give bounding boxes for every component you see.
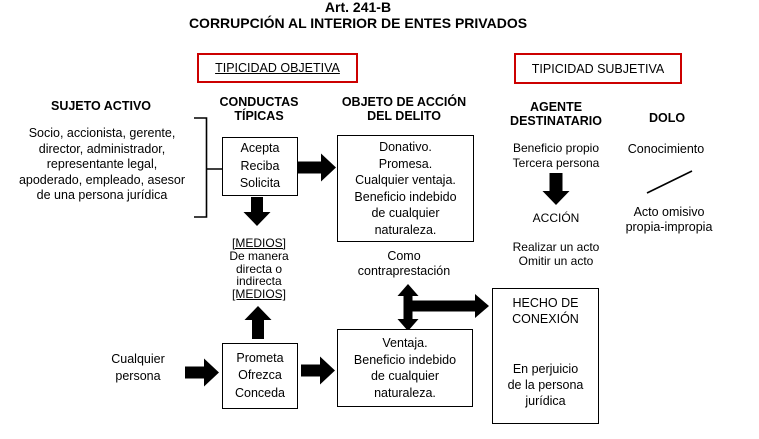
heading-agente-destinatario: AGENTE DESTINATARIO [510,100,602,128]
up-arrow-prometa-to-medios-icon [244,306,272,339]
en-perjuicio-label: En perjuicio de la persona jurídica [507,362,584,408]
como-contraprestacion-label: Como contraprestación [357,249,451,278]
conocimiento-label: Conocimiento [627,142,705,156]
badge-tipicidad-objetiva-label: TIPICIDAD OBJETIVA [215,61,340,75]
right-arrow-persona-to-prometa-icon [185,358,219,387]
cualquier-persona-label: Cualquier persona [111,352,165,383]
medios-close-label: [MEDIOS] [231,287,286,302]
box-prometa-ofrezca-conceda: Prometa Ofrezca Conceda [222,343,298,409]
box-hecho-de-conexion: HECHO DE CONEXIÓN En perjuicio de la per… [492,288,599,424]
accion-label: ACCIÓN [532,211,580,225]
double-vertical-arrow-icon [397,284,419,331]
box-ventaja-beneficio: Ventaja. Beneficio indebido de cualquier… [337,329,473,407]
medios-block: [MEDIOS] De manera directa o indirecta [… [210,237,308,301]
box-donativo-promesa: Donativo. Promesa. Cualquier ventaja. Be… [337,135,474,242]
page-title: Art. 241-B CORRUPCIÓN AL INTERIOR DE ENT… [0,0,716,31]
down-arrow-beneficio-to-accion-icon [542,173,570,205]
medios-open-label: [MEDIOS] [231,236,286,250]
right-arrow-to-hecho-icon [408,294,489,318]
title-article: Art. 241-B [324,0,392,15]
hecho-de-conexion-label: HECHO DE CONEXIÓN [512,296,579,326]
sujeto-activo-description: Socio, accionista, gerente, director, ad… [18,126,186,202]
down-arrow-acepta-to-medios-icon [243,197,271,226]
acto-omisivo-label: Acto omisivo propia-impropia [625,205,713,234]
heading-dolo: DOLO [648,111,686,125]
heading-sujeto-activo: SUJETO ACTIVO [50,99,152,113]
badge-tipicidad-subjetiva: TIPICIDAD SUBJETIVA [514,53,682,84]
title-name: CORRUPCIÓN AL INTERIOR DE ENTES PRIVADOS [188,14,528,31]
heading-objeto-de-accion: OBJETO DE ACCIÓN DEL DELITO [341,95,467,123]
right-arrow-acepta-to-donativo-icon [297,153,336,182]
realizar-omitir-label: Realizar un acto Omitir un acto [512,240,600,268]
box-acepta-reciba-solicita: Acepta Reciba Solicita [222,137,298,196]
badge-tipicidad-subjetiva-label: TIPICIDAD SUBJETIVA [531,61,665,76]
medios-manner-label: De manera directa o indirecta [229,248,289,289]
heading-conductas-tipicas: CONDUCTAS TÍPICAS [219,95,299,123]
right-arrow-prometa-to-ventaja-icon [301,356,335,385]
badge-tipicidad-objetiva: TIPICIDAD OBJETIVA [197,53,358,83]
beneficio-propio-label: Beneficio propio Tercera persona [512,141,600,170]
dolo-diagonal-line [646,170,693,194]
